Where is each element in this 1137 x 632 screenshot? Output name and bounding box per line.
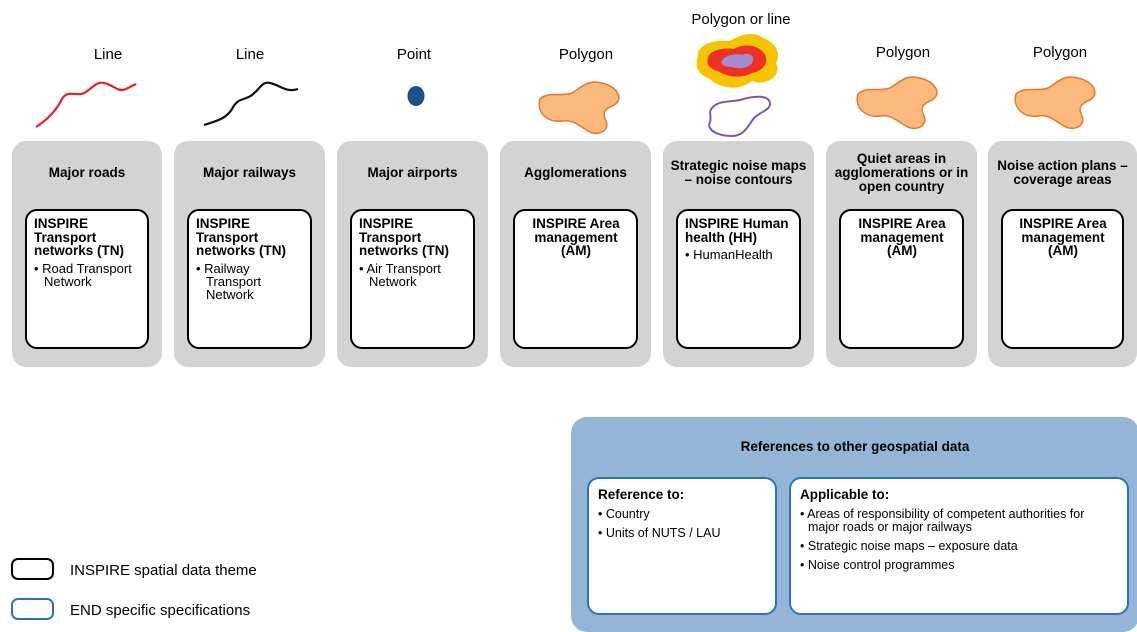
inspire-theme-box: INSPIRE Area management (AM) [513, 209, 638, 349]
theme-title: INSPIRE Transport networks (TN) [359, 216, 450, 258]
theme-title: INSPIRE Area management (AM) [1019, 216, 1107, 258]
reference-to-item: • Country [598, 507, 650, 521]
geometry-label-polygon-or-line: Polygon or line [691, 11, 791, 28]
card-title: Strategic noise maps – noise contours [670, 158, 807, 187]
theme-item: • HumanHealth [685, 247, 773, 262]
card-major-airports: Major airports INSPIRE Transport network… [337, 141, 488, 367]
card-title: Agglomerations [524, 165, 627, 180]
card-title: Major airports [367, 165, 458, 180]
applicable-to-item: • Areas of responsibility of competent a… [800, 507, 1085, 534]
red-line-icon [35, 81, 137, 128]
geometry-label-polygon-agglomerations: Polygon [558, 46, 614, 63]
geometry-label-line-railways: Line [235, 46, 265, 63]
theme-title: INSPIRE Transport networks (TN) [34, 216, 125, 258]
card-agglomerations: Agglomerations INSPIRE Area management (… [500, 141, 651, 367]
applicable-to-title: Applicable to: [800, 487, 890, 502]
theme-item: • Road Transport Network [34, 260, 132, 289]
card-title: Major railways [202, 165, 297, 180]
card-strategic-noise-maps: Strategic noise maps – noise contours IN… [663, 141, 814, 367]
geometry-label-polygon-action-plans: Polygon [1032, 44, 1088, 61]
inspire-theme-box: INSPIRE Transport networks (TN) • Air Tr… [350, 209, 475, 349]
inspire-theme-box: INSPIRE Area management (AM) [1001, 209, 1124, 349]
geometry-label-polygon-quiet: Polygon [875, 44, 931, 61]
card-quiet-areas: Quiet areas in agglomerations or in open… [826, 141, 977, 367]
theme-title: INSPIRE Area management (AM) [532, 216, 620, 258]
references-panel: References to other geospatial data Refe… [571, 417, 1137, 632]
inspire-theme-box: INSPIRE Human health (HH) • HumanHealth [676, 209, 801, 349]
theme-title: INSPIRE Transport networks (TN) [196, 216, 287, 258]
applicable-to-item: • Strategic noise maps – exposure data [800, 539, 1018, 553]
card-major-railways: Major railways INSPIRE Transport network… [174, 141, 325, 367]
contour-line-icon [708, 95, 772, 138]
theme-title: INSPIRE Area management (AM) [858, 216, 946, 258]
legend-swatch-end [11, 598, 54, 620]
polygon-icon-agglomerations [538, 81, 620, 135]
references-title: References to other geospatial data [740, 439, 970, 454]
inspire-theme-box: INSPIRE Area management (AM) [839, 209, 964, 349]
polygon-icon-quiet-areas [856, 76, 938, 130]
card-title: Major roads [48, 165, 126, 180]
card-noise-action-plans: Noise action plans – coverage areas INSP… [988, 141, 1137, 367]
geometry-label-point: Point [396, 46, 432, 63]
reference-to-box: Reference to: • Country • Units of NUTS … [587, 477, 777, 615]
reference-to-title: Reference to: [598, 487, 685, 502]
inspire-theme-box: INSPIRE Transport networks (TN) • Railwa… [187, 209, 312, 349]
legend-label-end: END specific specifications [70, 602, 251, 619]
card-major-roads: Major roads INSPIRE Transport networks (… [12, 141, 162, 367]
card-title: Quiet areas in agglomerations or in open… [834, 151, 969, 194]
applicable-to-box: Applicable to: • Areas of responsibility… [789, 477, 1129, 615]
point-icon [407, 86, 425, 106]
theme-item: • Air Transport Network [359, 260, 441, 289]
black-line-icon [203, 81, 299, 127]
inspire-theme-box: INSPIRE Transport networks (TN) • Road T… [25, 209, 149, 349]
card-title: Noise action plans – coverage areas [997, 158, 1128, 187]
polygon-icon-action-plans [1014, 76, 1096, 130]
legend-swatch-inspire [11, 558, 54, 580]
theme-item: • Railway Transport Network [196, 260, 262, 302]
noise-contour-icon [696, 34, 779, 88]
legend-label-inspire: INSPIRE spatial data theme [70, 562, 257, 579]
reference-to-item: • Units of NUTS / LAU [598, 526, 721, 540]
applicable-to-item: • Noise control programmes [800, 558, 955, 572]
geometry-label-line-roads: Line [93, 46, 123, 63]
theme-title: INSPIRE Human health (HH) [685, 216, 789, 245]
